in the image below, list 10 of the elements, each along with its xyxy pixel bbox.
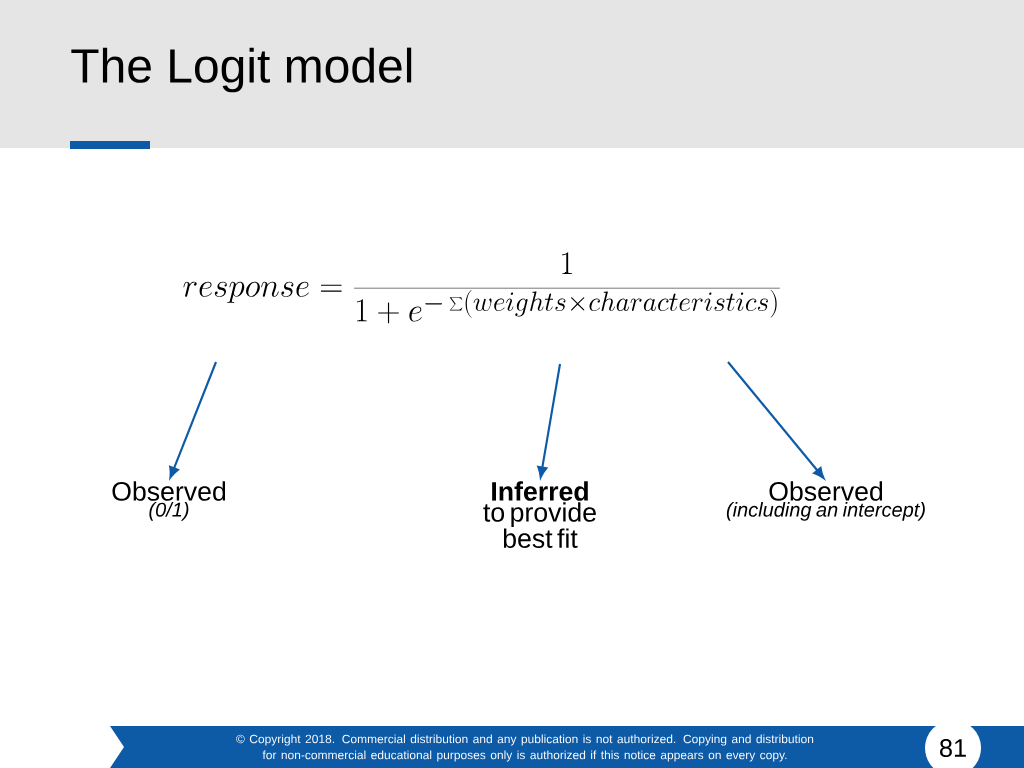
- footer-notice: © Copyright 2018. Commercial distribution and any publication is not authorized. Copying and distribution for non-commercial educational purposes only is authorized if this notice appears on every copy.: [236, 734, 814, 762]
- caption-text: Inferred to provide best fit: [483, 481, 596, 548]
- caption-text: Observed (0/1): [112, 481, 226, 521]
- arrow: [537, 363, 562, 479]
- caption-text: Observed (including an intercept): [726, 481, 925, 521]
- arrow: [727, 361, 825, 479]
- slide-title: The Logit model: [71, 47, 412, 93]
- formula: $response =\frac{1}{1+e^{-\sum\left(weights\times characteristics\right)}}$: [183, 252, 780, 324]
- page-number: 81: [925, 720, 981, 768]
- arrow: [169, 361, 217, 479]
